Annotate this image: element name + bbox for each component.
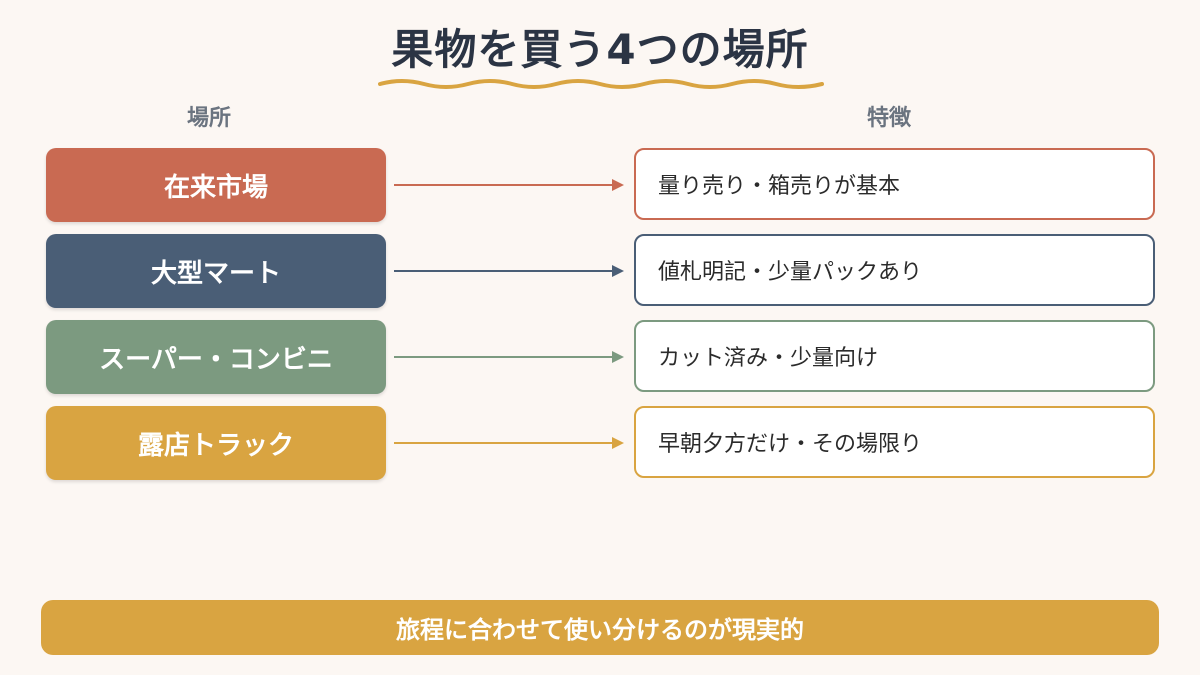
place-box: 露店トラック	[46, 406, 386, 480]
feature-box: 早朝夕方だけ・その場限り	[634, 406, 1155, 478]
summary-banner: 旅程に合わせて使い分けるのが現実的	[41, 600, 1159, 655]
place-row: 露店トラック 早朝夕方だけ・その場限り	[0, 406, 1200, 480]
arrow-connector	[394, 179, 624, 191]
place-box: 在来市場	[46, 148, 386, 222]
place-box: スーパー・コンビニ	[46, 320, 386, 394]
feature-column-header: 特徴	[867, 106, 912, 131]
place-box: 大型マート	[46, 234, 386, 308]
feature-box: カット済み・少量向け	[634, 320, 1155, 392]
place-row: 大型マート 値札明記・少量パックあり	[0, 234, 1200, 308]
arrow-connector	[394, 437, 624, 449]
title-underline	[378, 79, 824, 89]
place-row: スーパー・コンビニ カット済み・少量向け	[0, 320, 1200, 394]
place-row: 在来市場 量り売り・箱売りが基本	[0, 148, 1200, 222]
feature-box: 値札明記・少量パックあり	[634, 234, 1155, 306]
diagram-title: 果物を買う4つの場所	[391, 25, 809, 74]
place-column-header: 場所	[187, 106, 232, 131]
feature-box: 量り売り・箱売りが基本	[634, 148, 1155, 220]
arrow-connector	[394, 351, 624, 363]
arrow-connector	[394, 265, 624, 277]
